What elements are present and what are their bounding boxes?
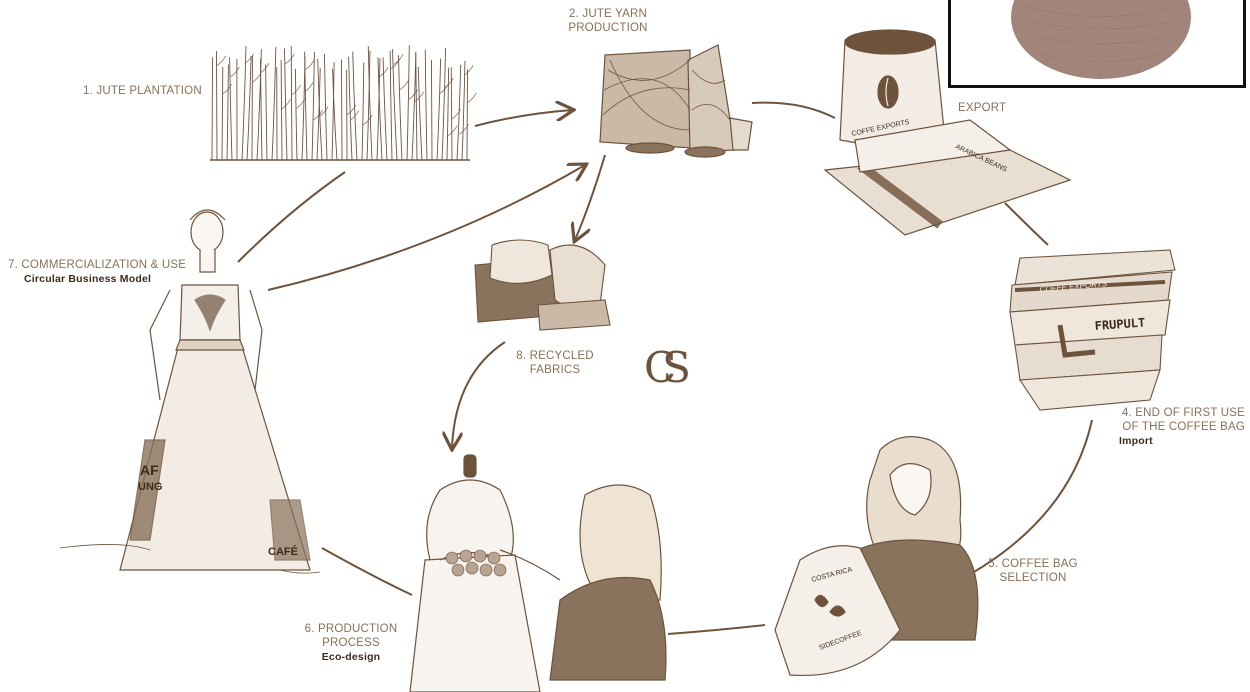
yarn-cone-inset — [948, 0, 1246, 88]
jute-stalk — [222, 67, 223, 160]
step-3-label: EXPORT — [958, 101, 1006, 115]
jute-stalk — [447, 68, 449, 160]
step-5-label: 5. COFFEE BAG SELECTION — [988, 557, 1078, 585]
jute-stalk — [212, 57, 213, 160]
yarn-cone-photo — [951, 0, 1246, 88]
jute-stalk — [398, 55, 402, 160]
jute-stalk — [216, 51, 217, 160]
step-2-label: 2. JUTE YARN PRODUCTION — [548, 7, 668, 35]
jute-leaf — [217, 56, 226, 66]
jute-stalk — [272, 47, 276, 160]
jute-stalk — [349, 57, 352, 160]
dress-print-cafe: CAFÉ — [268, 545, 298, 558]
arrow-dress-to-production — [322, 548, 412, 595]
jute-stalk — [353, 52, 357, 160]
step-6-sub: Eco-design — [296, 650, 406, 664]
jute-leaf — [467, 93, 476, 103]
step-4-label: 4. END OF FIRST USE OF THE COFFEE BAG Im… — [1095, 406, 1245, 448]
step-8-line1: 8. RECYCLED — [516, 350, 594, 362]
jute-leaf — [230, 67, 239, 77]
step-6-line2: PROCESS — [322, 637, 380, 649]
jute-stalk — [305, 52, 307, 160]
jute-leaf — [305, 60, 314, 70]
step-6-label: 6. PRODUCTION PROCESS Eco-design — [296, 622, 406, 664]
jute-stalk — [266, 64, 267, 160]
jute-stalk — [457, 65, 461, 160]
jute-stalk — [462, 61, 465, 160]
jute-stalk — [362, 63, 364, 160]
step-5-line1: 5. COFFEE BAG — [988, 558, 1078, 570]
step-4-sub: Import — [1095, 434, 1245, 448]
jute-stalk — [227, 65, 228, 160]
jute-stalk — [291, 46, 292, 160]
jute-stalk — [412, 53, 416, 160]
step-8-line2: FABRICS — [530, 364, 581, 376]
jute-leaf — [464, 65, 473, 75]
cs-logo: CS — [644, 345, 677, 391]
jute-stalk — [295, 69, 297, 160]
jute-leaf — [285, 54, 294, 64]
step-5-line2: SELECTION — [1000, 572, 1067, 584]
jute-stalk — [260, 59, 262, 160]
arrow-plantation-to-dress — [238, 172, 345, 262]
jute-stalk — [425, 50, 427, 160]
step-8-label: 8. RECYCLED FABRICS — [500, 349, 610, 377]
step-2-line2: PRODUCTION — [568, 22, 647, 34]
jute-leaf — [400, 80, 409, 90]
coffee-bag-selection-illustration: COSTA RICA SIDECOFFEE — [775, 437, 978, 676]
step-4-line1: 4. END OF FIRST USE — [1122, 407, 1245, 419]
dress-print-af: AF — [140, 462, 159, 478]
used-coffee-bags-pile-illustration: COFFE EXPORTS FRUPULT — [1010, 250, 1175, 410]
dress-print-ung: UNG — [138, 481, 162, 493]
jute-stalk — [390, 51, 392, 160]
jute-stalk — [407, 45, 409, 160]
arrow-enduse-to-selection — [960, 420, 1092, 580]
arrow-plantation-to-yarn — [475, 110, 572, 126]
step-1-label: 1. JUTE PLANTATION — [83, 84, 202, 98]
jute-stalk — [418, 67, 422, 160]
jute-stalk — [247, 56, 251, 160]
jute-stalk — [431, 60, 432, 160]
jute-leaf — [319, 107, 328, 117]
yarn-cones-illustration — [600, 45, 752, 157]
jute-stalk — [312, 52, 314, 160]
jute-stalk — [341, 60, 342, 160]
jute-stalk — [230, 57, 232, 160]
step-7-label: 7. COMMERCIALIZATION & USE Circular Busi… — [8, 258, 186, 286]
arrow-selection-to-production — [668, 625, 765, 634]
jute-stalk — [437, 58, 441, 160]
step-2-line1: 2. JUTE YARN — [569, 8, 647, 20]
jute-stalk — [383, 57, 387, 160]
jute-leaf — [252, 72, 261, 82]
jute-leaf — [439, 84, 448, 94]
step-6-line1: 6. PRODUCTION — [305, 623, 398, 635]
arrow-export-to-enduse — [1005, 203, 1048, 245]
step-4-line2: OF THE COFFEE BAG — [1122, 421, 1245, 433]
recycled-fabrics-illustration — [475, 240, 610, 330]
jute-stalk — [442, 48, 446, 160]
arrow-yarn-to-export — [752, 103, 835, 118]
production-process-illustration — [410, 455, 666, 692]
jute-plantation-illustration — [210, 45, 476, 160]
jute-stalk — [281, 60, 282, 160]
step-7-sub: Circular Business Model — [8, 272, 186, 286]
jute-stalk — [324, 54, 327, 160]
step-7-line1: 7. COMMERCIALIZATION & USE — [8, 259, 186, 271]
arrow-recycled-to-production — [452, 342, 505, 448]
jute-stalk — [416, 52, 417, 160]
jute-leaf — [448, 126, 457, 136]
